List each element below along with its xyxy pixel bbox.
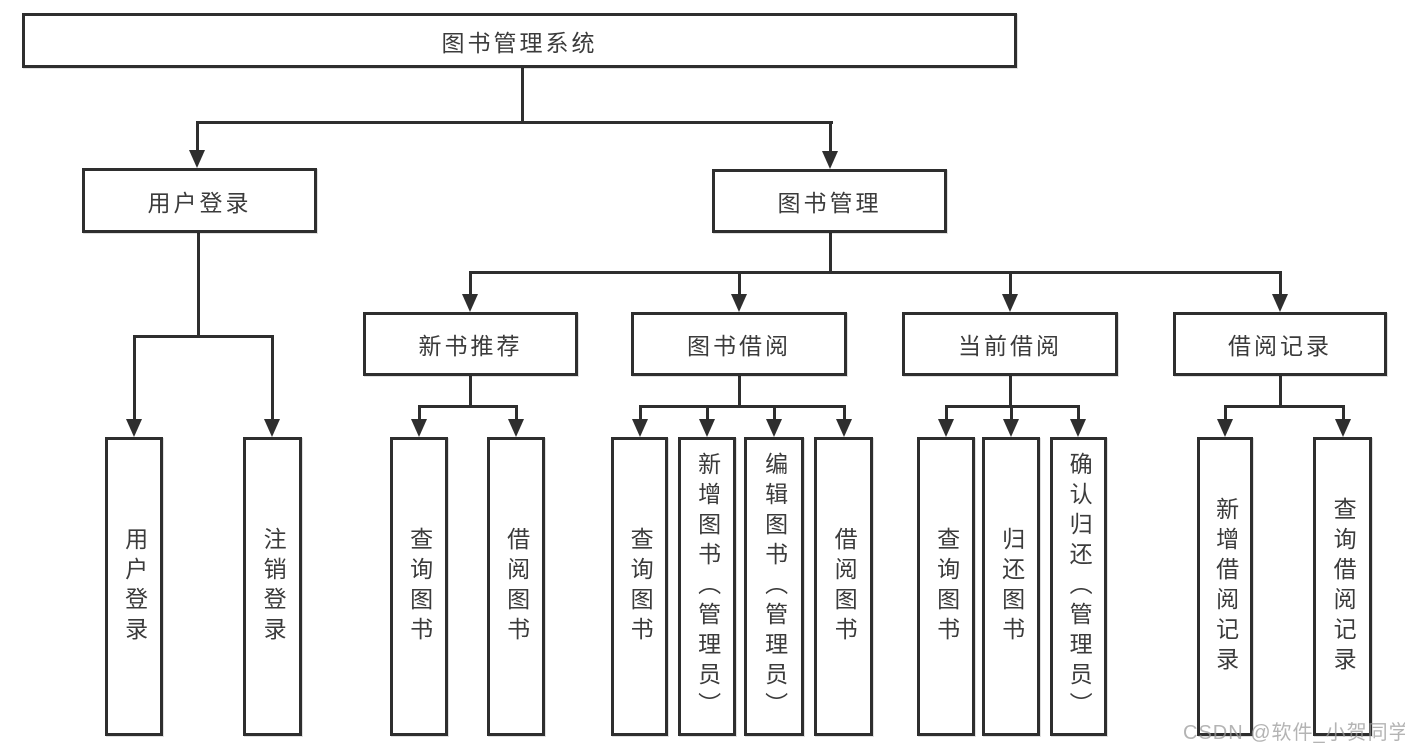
connector-line [1009, 374, 1012, 407]
connector-line [418, 405, 517, 408]
connector-line [706, 405, 709, 422]
connector-line [271, 335, 274, 421]
node-label: 当前借阅 [958, 333, 1062, 359]
connector-line [1224, 405, 1344, 408]
leaf-label: 查询图书 [627, 526, 654, 647]
leaf-label: 查询图书 [933, 526, 960, 647]
leaf-label: 查询借阅记录 [1330, 496, 1357, 677]
arrowhead-down-icon [462, 294, 478, 312]
connector-line [1010, 405, 1013, 422]
connector-line [639, 405, 642, 422]
connector-line [829, 231, 832, 273]
leaf-borrow-books-recommend: 借阅图书 [487, 437, 545, 736]
connector-line [738, 271, 741, 297]
arrowhead-down-icon [731, 294, 747, 312]
connector-line [1342, 405, 1345, 422]
connector-line [639, 405, 845, 408]
node-label: 图书管理 [777, 190, 882, 216]
csdn-watermark: CSDN @软件_小贺同学 [1183, 722, 1405, 744]
leaf-query-books-borrowing: 查询图书 [611, 437, 668, 736]
leaf-label: 确认归还（管理员） [1066, 451, 1093, 722]
connector-line [738, 374, 741, 407]
arrowhead-down-icon [1272, 294, 1288, 312]
leaf-borrow-books: 借阅图书 [814, 437, 873, 736]
connector-line [1224, 405, 1227, 422]
connector-line [515, 405, 518, 422]
connector-line [1009, 271, 1012, 297]
arrowhead-down-icon [1003, 419, 1019, 437]
leaf-user-login: 用户登录 [105, 437, 163, 736]
connector-line [469, 374, 472, 407]
node-book-management-branch: 图书管理 [712, 169, 947, 233]
node-label: 图书管理系统 [441, 29, 598, 56]
arrowhead-down-icon [1002, 294, 1018, 312]
leaf-confirm-return-admin: 确认归还（管理员） [1050, 437, 1107, 736]
connector-line [197, 231, 200, 337]
connector-line [829, 121, 832, 153]
leaf-logout: 注销登录 [243, 437, 302, 736]
node-label: 图书借阅 [687, 333, 791, 359]
connector-line [469, 271, 1281, 274]
arrowhead-down-icon [1217, 419, 1233, 437]
connector-line [1077, 405, 1080, 422]
node-new-book-recommend: 新书推荐 [363, 312, 578, 376]
connector-line [196, 121, 833, 124]
connector-line [521, 66, 524, 124]
connector-line [133, 335, 274, 338]
node-label: 借阅记录 [1228, 333, 1332, 359]
leaf-label: 借阅图书 [831, 526, 858, 647]
leaf-label: 查询图书 [406, 526, 433, 647]
node-user-login-branch: 用户登录 [82, 168, 317, 233]
node-book-borrowing: 图书借阅 [631, 312, 847, 376]
arrowhead-down-icon [1335, 419, 1351, 437]
arrowhead-down-icon [938, 419, 954, 437]
leaf-return-books: 归还图书 [982, 437, 1040, 736]
node-label: 新书推荐 [418, 333, 523, 359]
node-current-borrowing: 当前借阅 [902, 312, 1118, 376]
leaf-add-borrow-record: 新增借阅记录 [1197, 437, 1253, 736]
arrowhead-down-icon [189, 150, 205, 168]
connector-line [469, 271, 472, 297]
arrowhead-down-icon [822, 151, 838, 169]
connector-line [196, 121, 199, 152]
arrowhead-down-icon [1070, 419, 1086, 437]
arrowhead-down-icon [632, 419, 648, 437]
connector-line [773, 405, 776, 422]
leaf-label: 归还图书 [998, 526, 1025, 647]
arrowhead-down-icon [836, 419, 852, 437]
arrowhead-down-icon [264, 419, 280, 437]
node-label: 用户登录 [147, 189, 252, 216]
leaf-add-books-admin: 新增图书（管理员） [678, 437, 736, 736]
leaf-label: 新增图书（管理员） [694, 451, 721, 722]
leaf-edit-books-admin: 编辑图书（管理员） [744, 437, 804, 736]
leaf-label: 注销登录 [260, 526, 287, 647]
arrowhead-down-icon [411, 419, 427, 437]
leaf-label: 新增借阅记录 [1212, 496, 1239, 677]
leaf-label: 借阅图书 [503, 526, 530, 647]
arrowhead-down-icon [766, 419, 782, 437]
leaf-query-books-recommend: 查询图书 [390, 437, 448, 736]
node-root-library-system: 图书管理系统 [22, 13, 1017, 68]
leaf-label: 编辑图书（管理员） [761, 451, 788, 722]
connector-line [1279, 271, 1282, 297]
connector-line [133, 335, 136, 421]
arrowhead-down-icon [699, 419, 715, 437]
arrowhead-down-icon [126, 419, 142, 437]
connector-line [1279, 374, 1282, 407]
node-borrow-records: 借阅记录 [1173, 312, 1387, 376]
leaf-query-books-current: 查询图书 [917, 437, 975, 736]
connector-line [418, 405, 421, 422]
connector-line [945, 405, 948, 422]
leaf-label: 用户登录 [121, 526, 148, 647]
connector-line [843, 405, 846, 422]
arrowhead-down-icon [508, 419, 524, 437]
leaf-query-borrow-record: 查询借阅记录 [1313, 437, 1372, 736]
